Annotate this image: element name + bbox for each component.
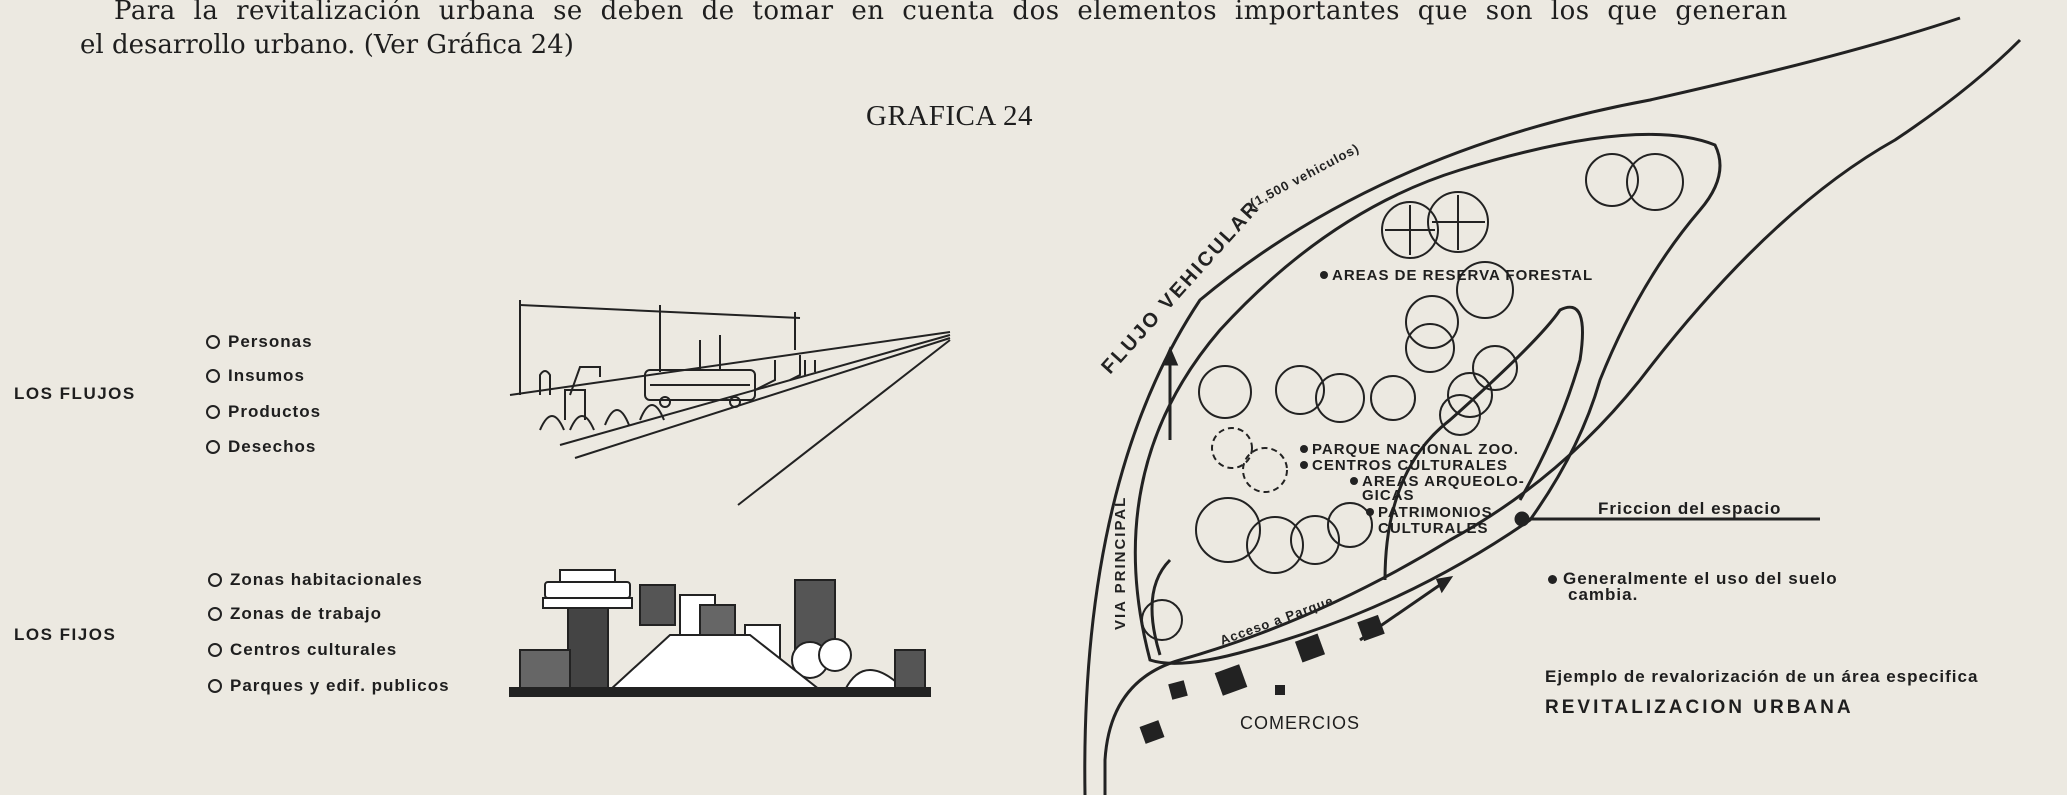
via-principal-label: VIA PRINCIPAL — [1112, 496, 1129, 630]
circle-bullet-icon — [208, 607, 222, 621]
circle-bullet-icon — [206, 440, 220, 454]
areas-arqueologicas-label-2: GICAS — [1362, 487, 1415, 504]
buildings-sketch — [509, 569, 931, 697]
flujos-item-desechos: Desechos — [206, 437, 316, 457]
comercios-label: COMERCIOS — [1240, 713, 1361, 733]
flujos-item-personas: Personas — [206, 332, 313, 352]
fijos-item-trabajo: Zonas de trabajo — [208, 604, 382, 624]
friccion-espacio-label: Friccion del espacio — [1598, 499, 1782, 518]
street-sketch — [509, 300, 951, 506]
map-roads — [1083, 16, 2022, 795]
areas-arqueologicas-label: AREAS ARQUEOLO- — [1350, 474, 1525, 489]
intro-paragraph: Para la revitalización urbana se deben d… — [80, 0, 1980, 62]
fijos-item-parques: Parques y edif. publicos — [208, 676, 450, 696]
dot-bullet-icon — [1548, 575, 1557, 584]
uso-suelo-note-2: cambia. — [1568, 585, 1639, 604]
circle-bullet-icon — [208, 573, 222, 587]
fijos-label: LOS FIJOS — [14, 625, 117, 644]
flujos-item-insumos: Insumos — [206, 366, 305, 386]
vehiculos-count-label: (1,500 vehiculos) — [1247, 140, 1362, 210]
patrimonios-culturales-label-2: CULTURALES — [1378, 520, 1489, 537]
intro-line-1: Para la revitalización urbana se deben d… — [114, 0, 1788, 26]
circle-bullet-icon — [206, 335, 220, 349]
uso-suelo-note: Generalmente el uso del suelo — [1548, 570, 1838, 587]
circle-bullet-icon — [206, 369, 220, 383]
flujo-vehicular-label: FLUJO VEHICULAR — [1097, 196, 1264, 378]
patrimonios-culturales-label: PATRIMONIOS — [1366, 505, 1493, 520]
revitalizacion-urbana-heading: REVITALIZACION URBANA — [1545, 697, 1854, 718]
dot-bullet-icon — [1300, 445, 1308, 453]
flujos-label: LOS FLUJOS — [14, 384, 136, 403]
parque-nacional-label: PARQUE NACIONAL ZOO. — [1300, 442, 1519, 457]
circle-bullet-icon — [208, 643, 222, 657]
map-trees — [1141, 153, 1684, 641]
dot-bullet-icon — [1320, 271, 1328, 279]
map-commerce-blocks — [1139, 614, 1385, 744]
fijos-item-centros: Centros culturales — [208, 640, 397, 660]
circle-bullet-icon — [206, 405, 220, 419]
centros-culturales-label: CENTROS CULTURALES — [1300, 458, 1508, 473]
dot-bullet-icon — [1366, 508, 1374, 516]
circle-bullet-icon — [208, 679, 222, 693]
reserva-forestal-label: AREAS DE RESERVA FORESTAL — [1320, 268, 1593, 283]
fijos-item-habitacionales: Zonas habitacionales — [208, 570, 423, 590]
figure-title: GRAFICA 24 — [866, 100, 1033, 132]
flujos-item-productos: Productos — [206, 402, 321, 422]
ejemplo-caption: Ejemplo de revalorización de un área esp… — [1545, 667, 1979, 686]
intro-line-2: el desarrollo urbano. (Ver Gráfica 24) — [80, 30, 574, 60]
dot-bullet-icon — [1350, 477, 1358, 485]
dot-bullet-icon — [1300, 461, 1308, 469]
